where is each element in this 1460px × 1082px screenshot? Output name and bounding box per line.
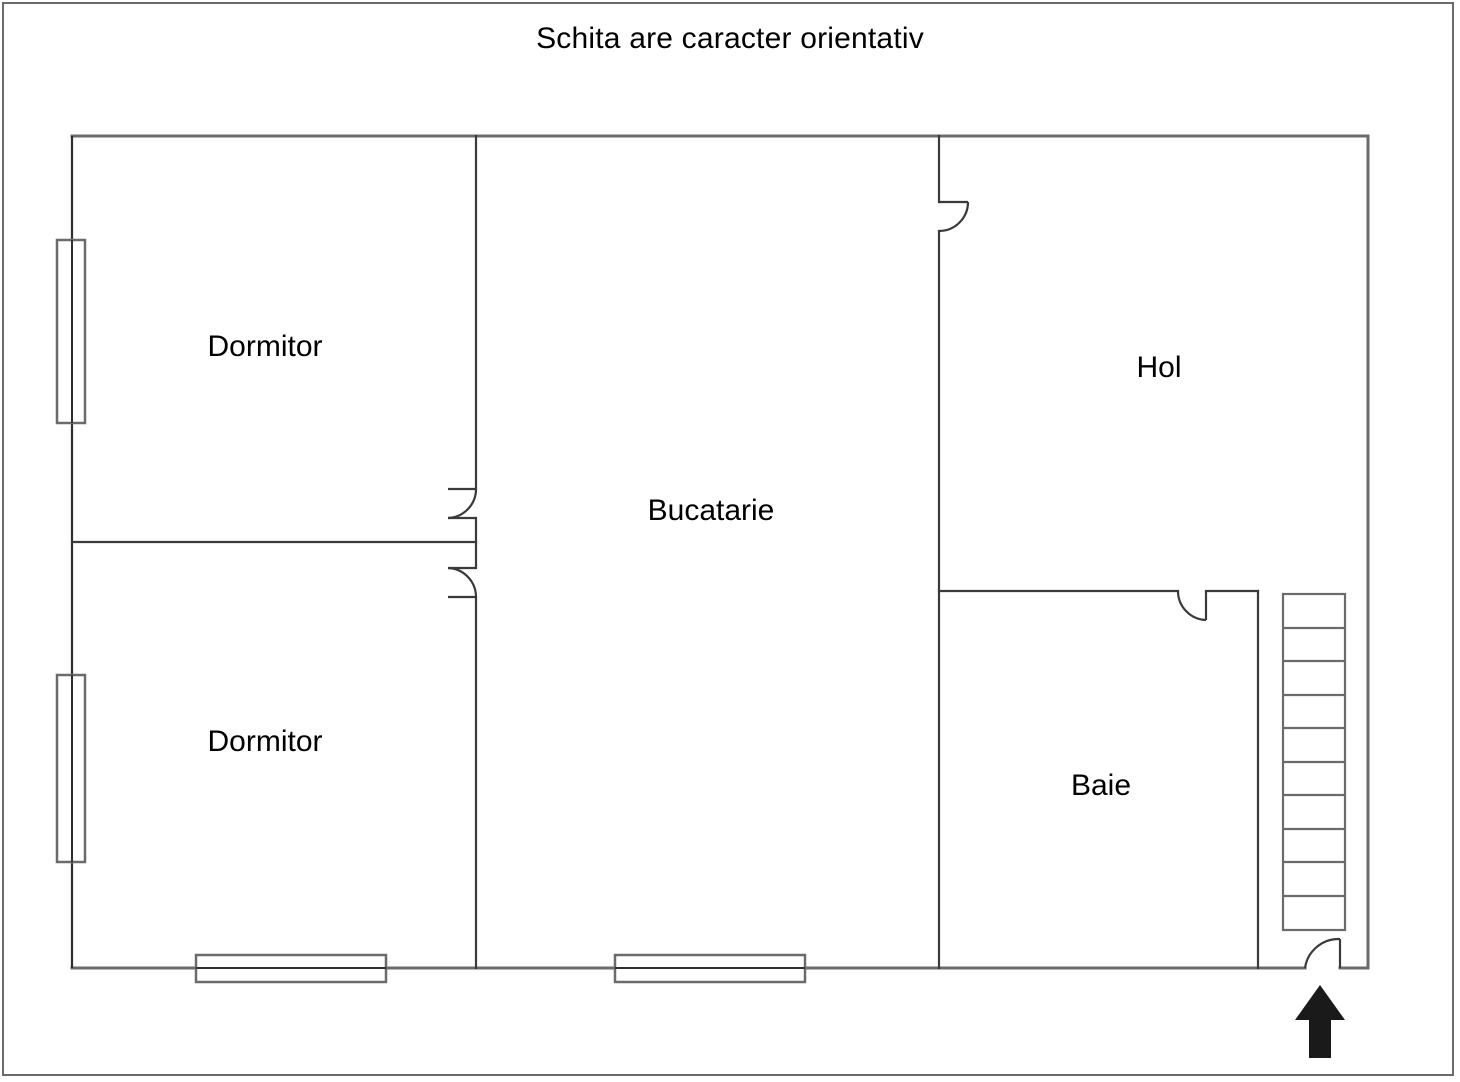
doors: [447, 200, 1342, 969]
door-bedroom-upper: [447, 487, 478, 520]
door-hallway: [938, 200, 970, 233]
door-swing-arc: [1176, 590, 1207, 622]
windows: [55, 238, 807, 984]
door-swing-arc: [447, 488, 478, 520]
door-entrance: [1303, 937, 1342, 969]
door-swing-arc: [1303, 937, 1341, 969]
window-wall-centerlines: [71, 240, 805, 969]
room-label-bedroom-lower: Dormitor: [207, 725, 323, 758]
arrow-up-icon: [1295, 985, 1345, 1058]
door-swing-arc: [447, 566, 478, 598]
staircase: [1281, 592, 1347, 932]
room-label-bathroom: Baie: [1070, 769, 1132, 802]
entrance-arrow-icon: [1295, 985, 1345, 1058]
room-label-kitchen: Bucatarie: [647, 494, 775, 527]
door-bathroom: [1176, 590, 1208, 622]
door-bedroom-lower: [447, 566, 478, 599]
room-label-hallway: Hol: [1136, 351, 1182, 384]
door-swing-arc: [938, 201, 970, 233]
page-title: Schita are caracter orientativ: [536, 22, 924, 55]
room-label-bedroom-upper: Dormitor: [207, 330, 323, 363]
interior-walls: [70, 134, 1260, 970]
exterior-walls: [70, 134, 1370, 970]
